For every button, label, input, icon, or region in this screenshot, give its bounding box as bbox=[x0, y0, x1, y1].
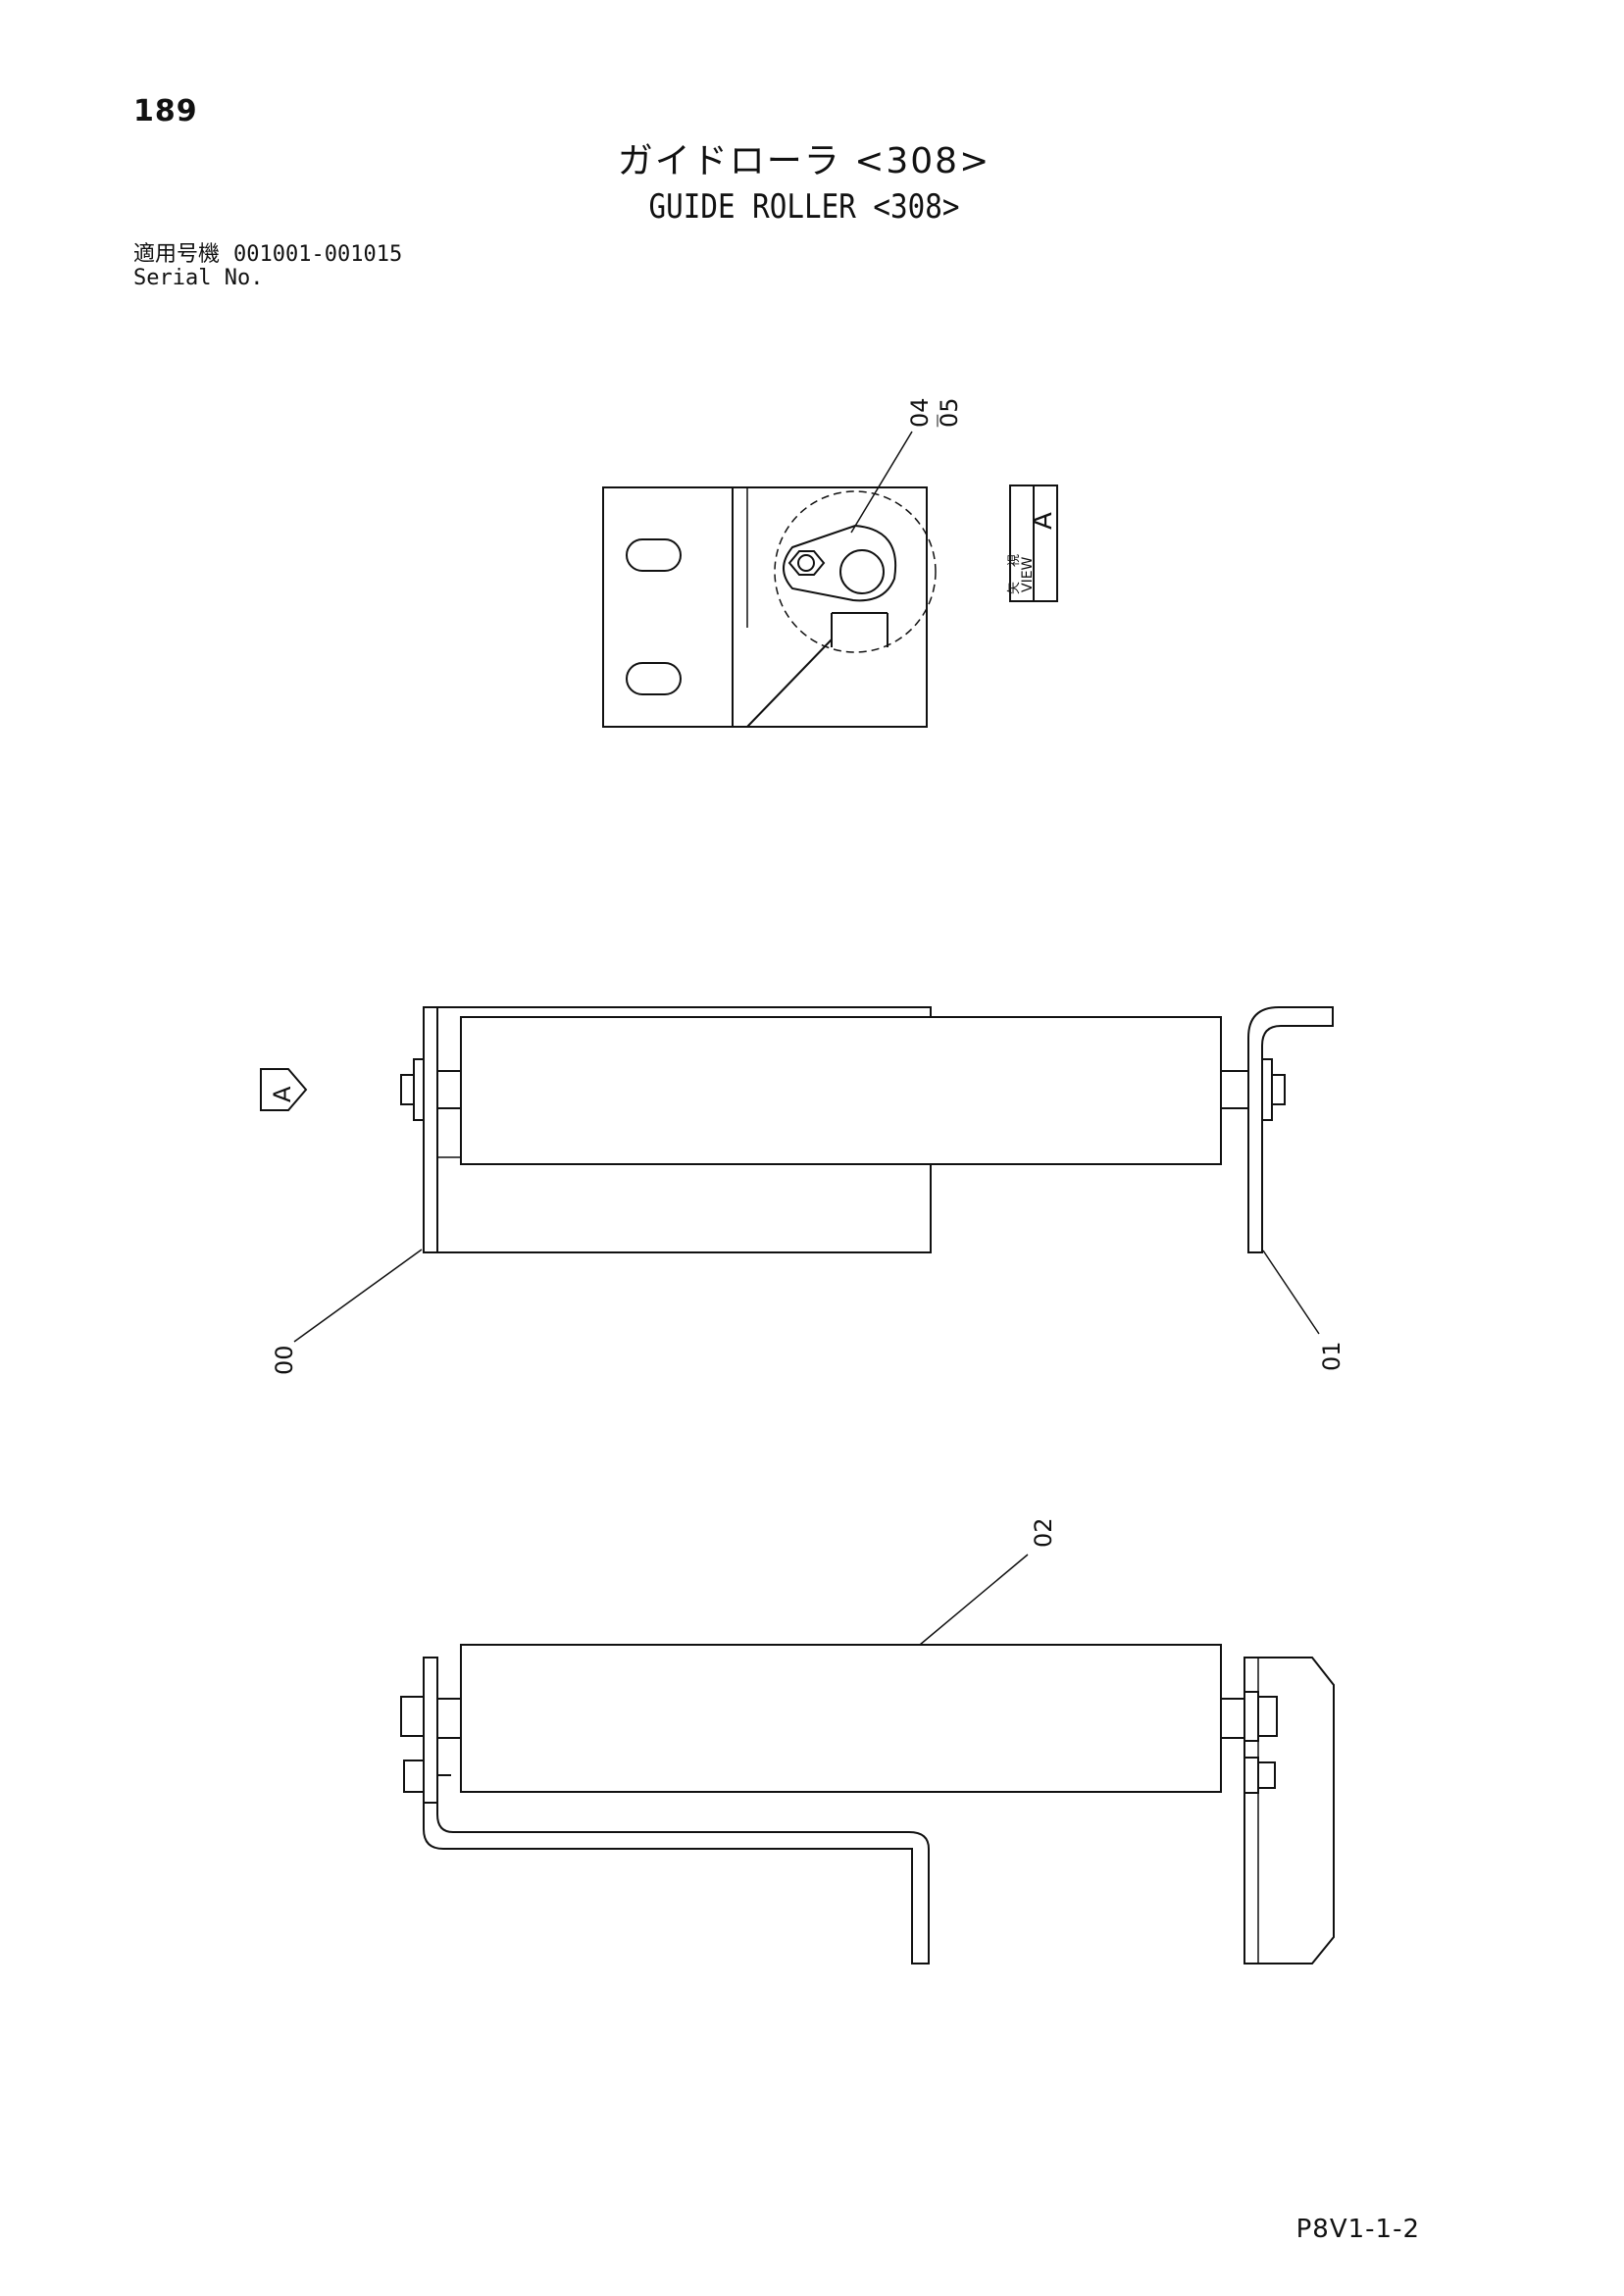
serial-label-en: Serial No. bbox=[133, 266, 264, 290]
top-view-bracket bbox=[602, 486, 937, 728]
callout-02: 02 bbox=[1030, 1517, 1057, 1548]
bottom-view-assembly bbox=[400, 1644, 1335, 1964]
serial-number-block: 適用号機 001001-001015 Serial No. bbox=[133, 243, 402, 290]
serial-row-jp: 適用号機 001001-001015 bbox=[133, 243, 402, 267]
document-code: P8V1-1-2 bbox=[1295, 2215, 1420, 2244]
callout-04: 04 bbox=[906, 397, 934, 428]
view-box-letter: A bbox=[1029, 512, 1058, 530]
view-box-jp-2: 視 bbox=[1007, 554, 1022, 567]
callout-00: 00 bbox=[271, 1345, 298, 1375]
title-block: ガイドローラ <308> GUIDE ROLLER <308> bbox=[510, 139, 1098, 230]
view-box-jp-1: 矢 bbox=[1007, 582, 1022, 594]
leader-02 bbox=[919, 1554, 1029, 1646]
callout-04-05-separator: — bbox=[930, 414, 945, 428]
view-box-en: VIEW bbox=[1020, 556, 1036, 592]
leader-01 bbox=[1262, 1250, 1320, 1335]
title-japanese: ガイドローラ <308> bbox=[617, 141, 991, 181]
page-number: 189 bbox=[133, 94, 198, 128]
callout-01: 01 bbox=[1318, 1341, 1345, 1371]
title-english: GUIDE ROLLER <308> bbox=[648, 187, 960, 227]
leader-04-05 bbox=[850, 431, 913, 534]
leader-00 bbox=[293, 1249, 423, 1343]
view-arrow-letter: A bbox=[269, 1086, 296, 1102]
view-arrow-a-icon bbox=[260, 1068, 308, 1111]
front-view-assembly bbox=[400, 1006, 1334, 1253]
view-a-box bbox=[1009, 485, 1058, 602]
serial-label-jp: 適用号機 bbox=[133, 242, 221, 267]
serial-range: 001001-001015 bbox=[233, 242, 403, 267]
callout-05: 05 bbox=[936, 397, 963, 428]
